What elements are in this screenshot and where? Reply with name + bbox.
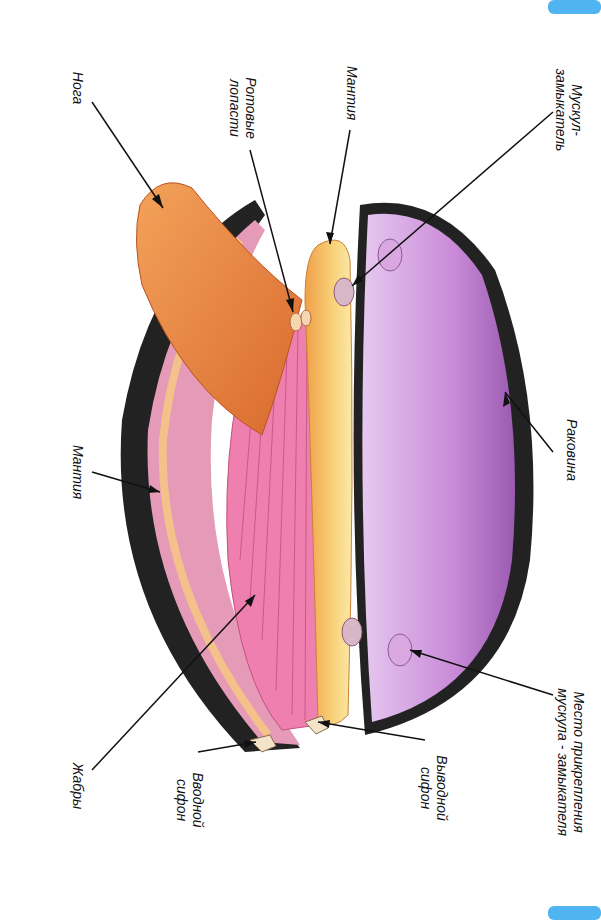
adductor-muscle xyxy=(334,278,354,306)
body xyxy=(305,240,352,725)
part-label: Ротовые лопасти xyxy=(227,73,259,143)
part-label: Мантия xyxy=(70,437,86,507)
part-label: Выводной сифон xyxy=(418,748,450,828)
leader-lines xyxy=(92,102,553,770)
muscle-scar xyxy=(378,239,402,271)
corner-tab xyxy=(548,0,601,14)
part-label: Мускул-замыкатель xyxy=(552,63,584,158)
mouth-lobe xyxy=(301,310,311,326)
part-label: Жабры xyxy=(70,751,86,821)
adductor-muscle xyxy=(342,618,362,646)
shell xyxy=(354,203,534,735)
shell-interior xyxy=(362,214,515,722)
foot xyxy=(136,183,302,435)
siphon xyxy=(250,735,276,752)
muscle-scar xyxy=(388,634,412,666)
part-label: Нога xyxy=(70,53,86,123)
part-label: Мантия xyxy=(344,58,360,128)
mouth-lobe xyxy=(290,313,302,331)
corner-tab xyxy=(548,906,601,920)
part-label: Вводной сифон xyxy=(174,760,206,840)
arrowheads xyxy=(148,194,510,748)
part-label: Место прикрепления мускула - замыкателя xyxy=(554,675,586,850)
part-label: Раковина xyxy=(564,405,580,495)
